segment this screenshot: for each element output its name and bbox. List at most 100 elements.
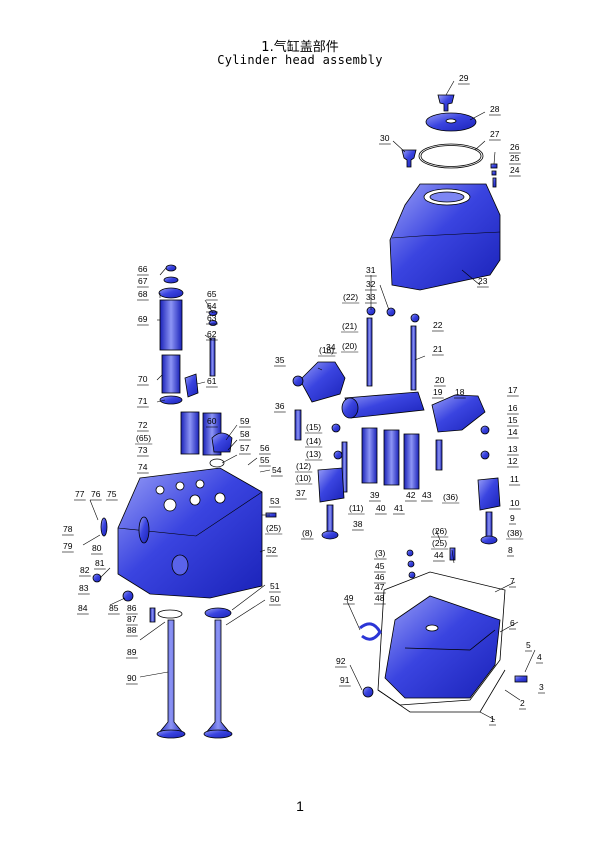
lever-61 bbox=[184, 373, 199, 398]
bracket-42 bbox=[403, 433, 420, 490]
part-label: 18 bbox=[455, 387, 465, 397]
rocker-arm-17 bbox=[431, 394, 486, 433]
pushrod-31 bbox=[366, 317, 373, 387]
part-label: 83 bbox=[79, 583, 89, 593]
cover-body-23 bbox=[389, 183, 501, 291]
part-label: 61 bbox=[207, 376, 217, 386]
part-label: (21) bbox=[342, 321, 357, 331]
part-label: 1 bbox=[490, 714, 495, 724]
knob-29 bbox=[437, 94, 455, 112]
part-label: 38 bbox=[353, 519, 363, 529]
part-label: 50 bbox=[270, 594, 280, 604]
valve-spring-70 bbox=[161, 354, 181, 394]
part-label: 37 bbox=[296, 488, 306, 498]
part-label: (65) bbox=[136, 433, 151, 443]
part-label: 30 bbox=[380, 133, 390, 143]
bracket-39 bbox=[361, 427, 378, 484]
bracket-41 bbox=[383, 429, 400, 486]
washer-25 bbox=[491, 170, 497, 176]
seat-ring-51 bbox=[204, 607, 232, 619]
part-label: 9 bbox=[510, 513, 515, 523]
page-number: 1 bbox=[296, 798, 304, 814]
seat-ring-88 bbox=[157, 609, 183, 619]
part-label: 69 bbox=[138, 314, 148, 324]
part-label: 35 bbox=[275, 355, 285, 365]
tappet-9 bbox=[477, 477, 501, 511]
part-label: (14) bbox=[306, 436, 321, 446]
valve-89 bbox=[157, 619, 185, 735]
part-label: 73 bbox=[138, 445, 148, 455]
part-label: 39 bbox=[370, 490, 380, 500]
pan-body-6 bbox=[384, 595, 501, 699]
part-label: 49 bbox=[344, 593, 354, 603]
part-label: (13) bbox=[306, 449, 321, 459]
part-label: 4 bbox=[537, 652, 542, 662]
part-number-labels: 29 28 27 30 26 25 24 23 31 32 33 (22) 22… bbox=[62, 73, 545, 726]
part-label: 75 bbox=[107, 489, 117, 499]
part-label: 42 bbox=[406, 490, 416, 500]
part-label: 68 bbox=[138, 289, 148, 299]
part-label: 12 bbox=[508, 456, 518, 466]
part-label: 90 bbox=[127, 673, 137, 683]
part-label: 84 bbox=[78, 603, 88, 613]
part-label: 64 bbox=[207, 301, 217, 311]
part-label: 82 bbox=[80, 565, 90, 575]
part-label: 48 bbox=[375, 593, 385, 603]
part-label: 70 bbox=[138, 374, 148, 384]
cylinder-head-group bbox=[92, 264, 277, 739]
part-label: 86 bbox=[127, 603, 137, 613]
part-label: 7 bbox=[510, 576, 515, 586]
part-label: 14 bbox=[508, 427, 518, 437]
head-body-52 bbox=[117, 467, 263, 599]
part-label: 19 bbox=[433, 387, 443, 397]
part-label: 88 bbox=[127, 625, 137, 635]
part-label: (11) bbox=[349, 503, 364, 513]
title-chinese: 1.气缸盖部件 bbox=[261, 40, 339, 55]
part-label: 16 bbox=[508, 403, 518, 413]
fitting-30 bbox=[401, 149, 417, 168]
part-label: (20) bbox=[342, 341, 357, 351]
part-label: (3) bbox=[375, 548, 386, 558]
pushrod-62 bbox=[209, 337, 216, 377]
part-label: 51 bbox=[270, 581, 280, 591]
part-label: 5 bbox=[526, 640, 531, 650]
part-label: (8) bbox=[302, 528, 313, 538]
part-label: 66 bbox=[138, 264, 148, 274]
part-label: 91 bbox=[340, 675, 350, 685]
part-label: 78 bbox=[63, 524, 73, 534]
part-label: 89 bbox=[127, 647, 137, 657]
part-label: 41 bbox=[394, 503, 404, 513]
part-label: 45 bbox=[375, 561, 385, 571]
gasket-1 bbox=[377, 669, 506, 713]
part-label: 22 bbox=[433, 320, 443, 330]
part-label: 31 bbox=[366, 265, 376, 275]
part-label: 74 bbox=[138, 462, 148, 472]
part-label: 11 bbox=[510, 474, 519, 484]
part-label: 71 bbox=[138, 396, 148, 406]
title-english: Cylinder head assembly bbox=[217, 53, 383, 67]
part-label: 46 bbox=[375, 572, 385, 582]
part-label: 92 bbox=[336, 656, 346, 666]
part-label: 26 bbox=[510, 142, 520, 152]
part-label: 77 bbox=[75, 489, 85, 499]
plug-58 bbox=[211, 432, 233, 453]
valve-guide-72 bbox=[180, 411, 200, 455]
valve-cover-group bbox=[389, 94, 501, 291]
part-label: 25 bbox=[510, 153, 520, 163]
spring-retainer-68 bbox=[158, 287, 184, 299]
part-label: 85 bbox=[109, 603, 119, 613]
part-label: 65 bbox=[207, 289, 217, 299]
part-label: 58 bbox=[240, 429, 250, 439]
valve-50 bbox=[204, 619, 232, 735]
part-label: 36 bbox=[275, 401, 285, 411]
part-label: (25) bbox=[432, 538, 447, 548]
leader-lines bbox=[82, 80, 536, 721]
part-label: 15 bbox=[508, 415, 518, 425]
part-label: (38) bbox=[507, 528, 522, 538]
part-label: 79 bbox=[63, 541, 73, 551]
part-label: 44 bbox=[434, 550, 444, 560]
part-label: 72 bbox=[138, 420, 148, 430]
part-label: 47 bbox=[375, 582, 385, 592]
part-label: 81 bbox=[95, 558, 105, 568]
